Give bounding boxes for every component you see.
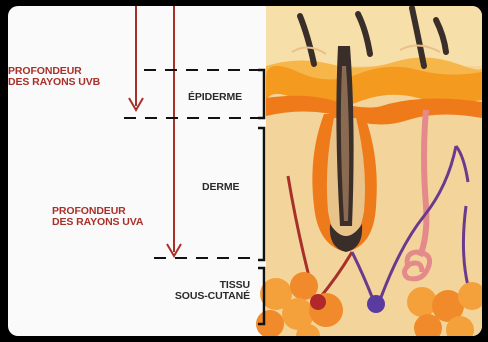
fat-cell — [407, 287, 437, 317]
uvb-depth-label: PROFONDEUR DES RAYONS UVB — [8, 66, 100, 88]
dermis-label: DERME — [202, 182, 239, 193]
uvb-depth-label-line2: DES RAYONS UVB — [8, 77, 100, 88]
epidermis-label: ÉPIDERME — [188, 92, 242, 103]
uva-depth-label: PROFONDEUR DES RAYONS UVA — [52, 206, 143, 228]
dermis-bracket — [258, 128, 264, 260]
artery-node — [310, 294, 326, 310]
epidermis-bracket — [258, 70, 264, 118]
subcutaneous-label: TISSU SOUS-CUTANÉ — [158, 280, 250, 302]
diagram-panel: PROFONDEUR DES RAYONS UVB PROFONDEUR DES… — [8, 6, 482, 336]
uva-depth-label-line2: DES RAYONS UVA — [52, 217, 143, 228]
subcutaneous-label-line2: SOUS-CUTANÉ — [158, 291, 250, 302]
vein-node — [367, 295, 385, 313]
